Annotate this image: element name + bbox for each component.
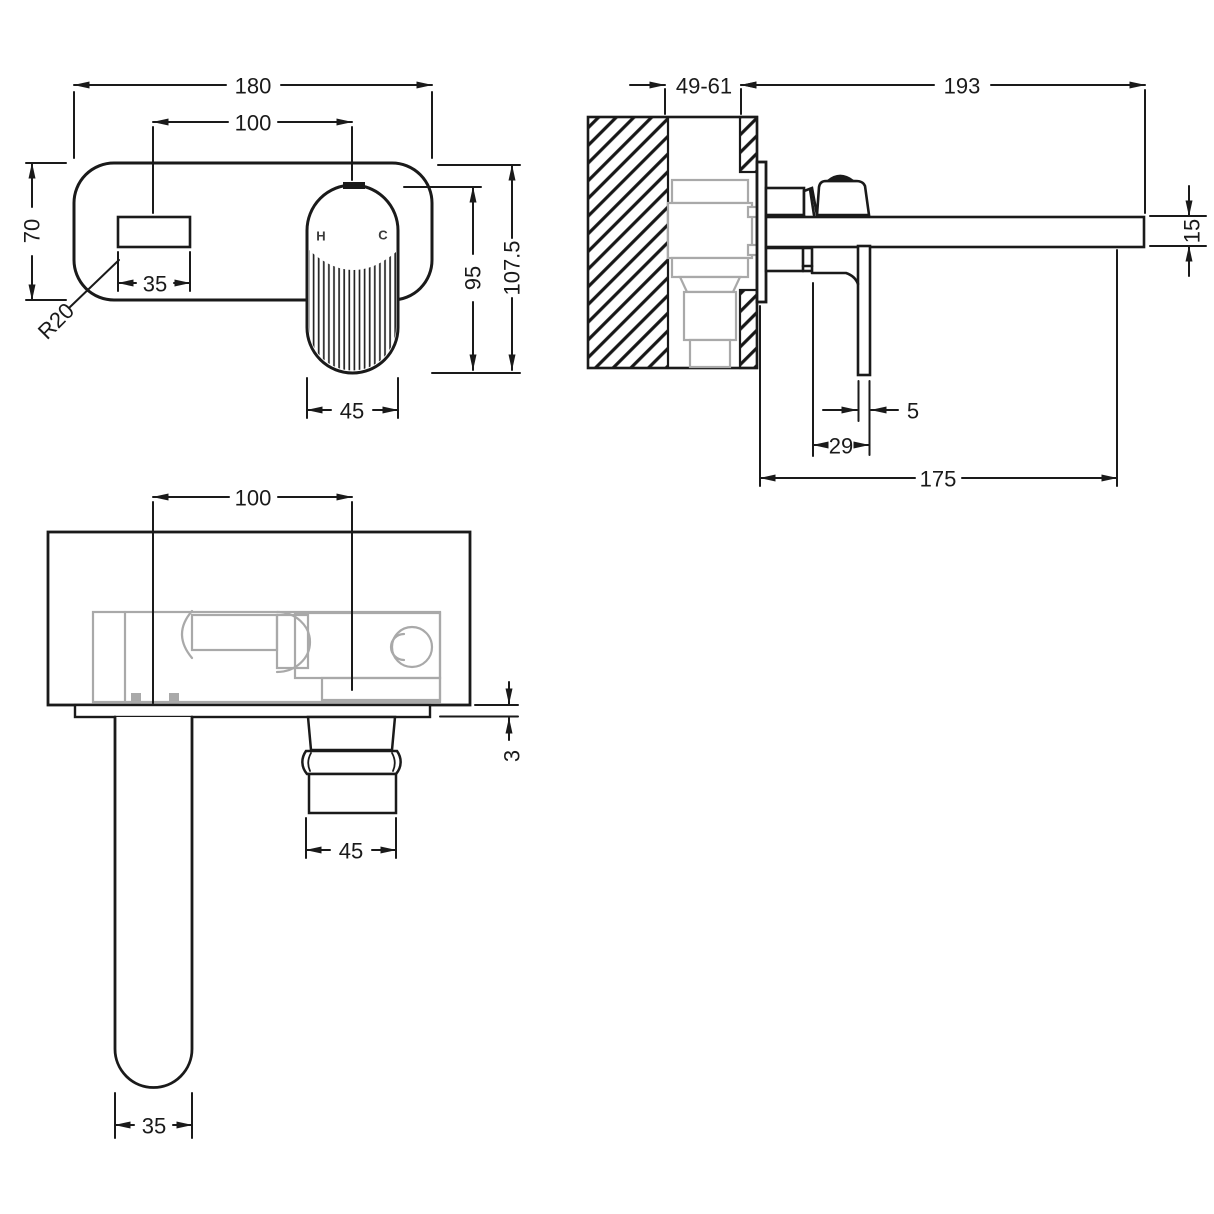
dim-side-spout-reach: 193 [740, 74, 1146, 214]
dim-bottom-handle-width: 45 [305, 817, 397, 864]
dim-bottom-handle-width-label: 45 [339, 839, 363, 864]
dim-front-handle-length: 95 [403, 186, 521, 374]
dim-front-plate-width: 180 [73, 74, 433, 159]
dim-front-plate-height: 70 [20, 162, 67, 301]
dim-bottom-centres: 100 [152, 486, 353, 511]
dim-bottom-spout-width-label: 35 [142, 1114, 166, 1139]
bottom-valve-internals [91, 609, 442, 705]
dim-side-lever-thickness-label: 5 [907, 399, 919, 424]
dim-front-handle-width: 45 [306, 377, 399, 424]
dim-side-spout-height-label: 15 [1180, 219, 1205, 243]
dim-bottom-plate-thickness-label: 3 [500, 750, 525, 762]
bottom-spout [113, 715, 194, 1089]
dim-side-overall-projection: 175 [759, 249, 1118, 492]
dim-bottom-spout-width: 35 [114, 1092, 193, 1139]
side-wall-plate [755, 160, 768, 304]
side-lever-head [815, 179, 871, 217]
side-view: 49-61 193 15 5 29 [586, 74, 1207, 492]
dim-front-handle-length-label: 95 [461, 266, 486, 290]
dim-front-overall-height: 107.5 [437, 164, 525, 371]
side-tap-body [764, 174, 1146, 377]
dim-side-recess-depth: 49-61 [629, 74, 779, 115]
bottom-view: 100 3 45 35 [46, 486, 525, 1139]
dim-front-outlet-width: 35 [117, 251, 191, 297]
dim-side-lever-offset-label: 29 [829, 434, 853, 459]
dim-front-overall-height-label: 107.5 [500, 240, 525, 295]
bottom-recess-box [46, 530, 472, 707]
front-spout-outlet [116, 215, 192, 249]
side-lever-thumb-pad [824, 174, 857, 183]
dim-side-recess-depth-label: 49-61 [676, 74, 732, 99]
bottom-wall-plate [73, 703, 432, 719]
dim-side-spout-reach-label: 193 [944, 74, 981, 99]
bottom-handle [301, 715, 402, 815]
front-view: H C 180 100 70 35 [20, 74, 525, 424]
wall-hatching [588, 117, 757, 368]
front-handle-indicator-tab [343, 182, 365, 189]
dim-front-plate-height-label: 70 [20, 219, 45, 243]
dim-side-spout-height: 15 [1149, 185, 1207, 277]
dim-front-plate-width-label: 180 [235, 74, 272, 99]
dim-front-handle-width-label: 45 [340, 399, 364, 424]
dim-front-outlet-width-label: 35 [143, 272, 167, 297]
hot-label: H [316, 229, 325, 244]
dim-side-overall-projection-label: 175 [920, 467, 957, 492]
front-handle: H C [305, 182, 400, 375]
side-spout [764, 215, 1146, 249]
dim-front-centres-label: 100 [235, 111, 272, 136]
dim-front-centres: 100 [152, 111, 353, 214]
dim-bottom-centres-label: 100 [235, 486, 272, 511]
dim-bottom-plate-thickness: 3 [439, 681, 525, 762]
cold-label: C [378, 228, 388, 243]
front-handle-knurling [309, 250, 396, 371]
dim-side-lever-offset: 29 [812, 282, 870, 459]
dim-side-lever-thickness: 5 [822, 380, 919, 456]
concealed-valve-body [666, 178, 760, 369]
side-lever-arm [856, 244, 872, 377]
